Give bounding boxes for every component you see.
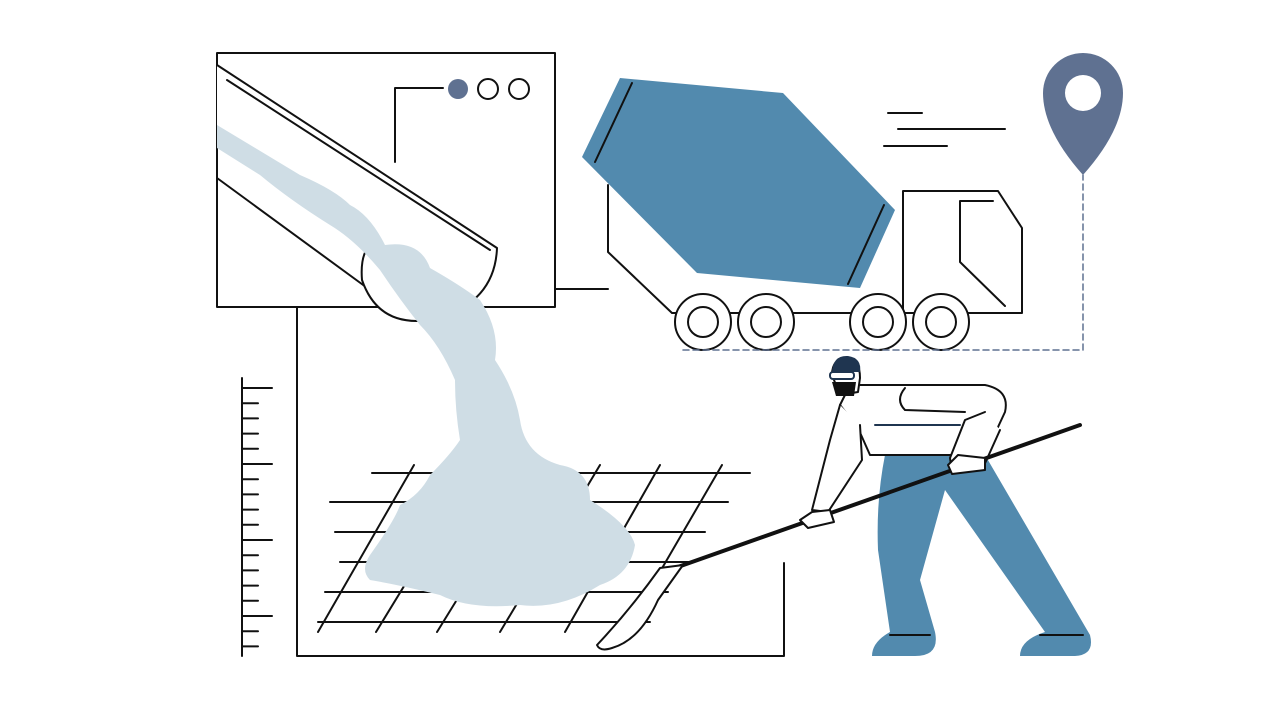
worker-beard — [832, 382, 856, 396]
cement-mixer-truck — [582, 78, 1023, 351]
window-dot-active — [448, 79, 468, 99]
worker-arm-left — [811, 404, 863, 513]
safety-goggles — [829, 371, 855, 380]
concrete-chute — [216, 64, 498, 322]
construction-worker — [811, 355, 1091, 656]
route-dashed-line — [682, 174, 1084, 351]
ruler — [241, 377, 273, 657]
shovel-blade — [596, 564, 684, 651]
truck-cab — [902, 190, 1023, 314]
hard-hat — [832, 355, 861, 372]
window-dot — [508, 78, 530, 100]
concrete-flow — [217, 125, 635, 607]
location-pin-icon — [1043, 53, 1123, 175]
mixer-drum — [582, 78, 895, 288]
formwork-frame — [296, 306, 785, 657]
worker-pants — [872, 455, 1091, 656]
window-dot — [477, 78, 499, 100]
shovel — [596, 423, 1082, 651]
